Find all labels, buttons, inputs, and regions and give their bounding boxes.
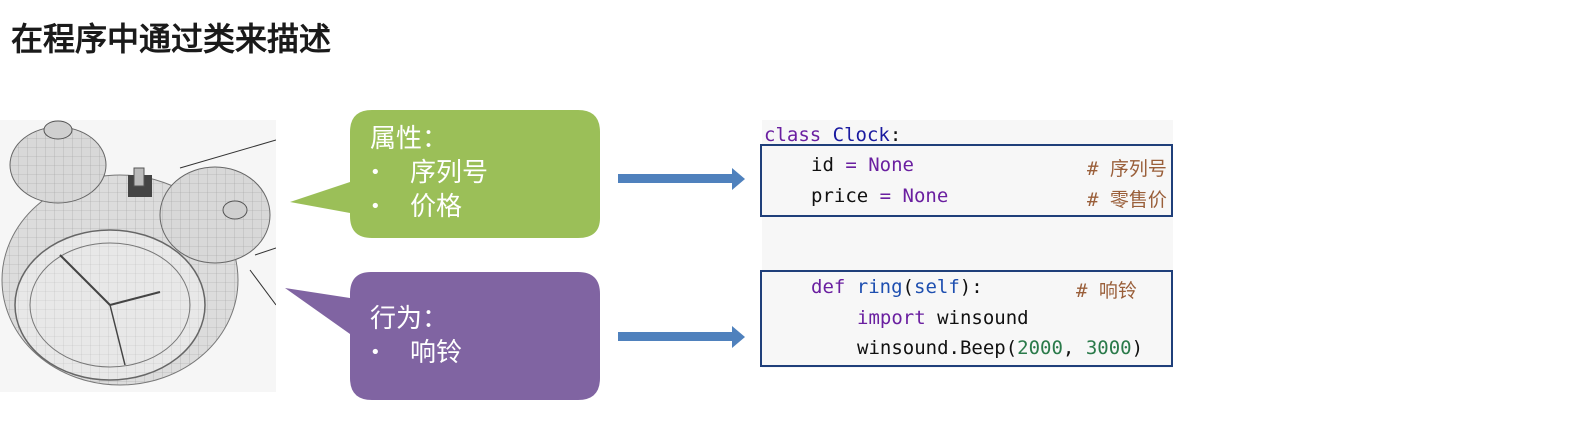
code-beep-line: winsound.Beep(2000, 3000) — [857, 337, 1144, 359]
list-item: •价格 — [370, 192, 463, 222]
arrow-right-icon — [618, 168, 746, 194]
code-class-line: class Clock: — [764, 124, 902, 146]
list-item: •序列号 — [370, 158, 489, 188]
arrow-right-icon — [618, 326, 746, 352]
code-import-line: import winsound — [857, 307, 1029, 329]
code-panel — [762, 120, 1173, 368]
code-id-line: id = None — [811, 154, 914, 176]
code-id-comment: # 序列号 — [1087, 158, 1167, 180]
attributes-heading: 属性： — [370, 124, 449, 154]
code-def-comment: # 响铃 — [1076, 280, 1137, 302]
alarm-clock-image — [0, 120, 276, 392]
page-title: 在程序中通过类来描述 — [11, 20, 332, 58]
list-item: •响铃 — [370, 338, 463, 368]
behavior-callout: 行为： •响铃 — [283, 272, 602, 402]
attributes-callout: 属性： •序列号 •价格 — [288, 110, 602, 240]
attributes-code-box — [760, 144, 1173, 217]
behavior-heading: 行为： — [370, 304, 449, 334]
method-code-box — [760, 270, 1173, 367]
code-price-line: price = None — [811, 185, 949, 207]
code-price-comment: # 零售价 — [1087, 189, 1167, 211]
code-def-line: def ring(self): — [811, 276, 983, 298]
